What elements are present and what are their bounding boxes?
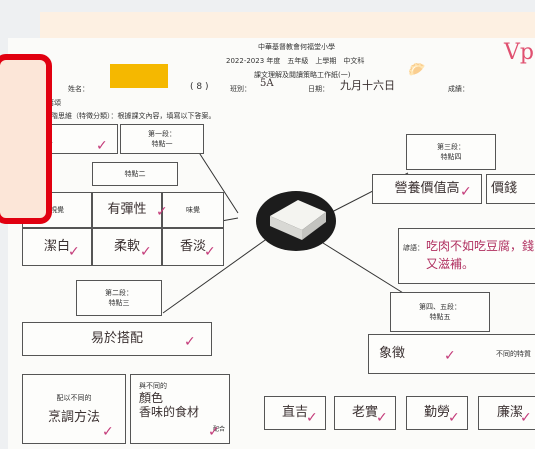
color-answer: 顏色 bbox=[139, 391, 164, 405]
check-mark-icon: ✓ bbox=[96, 138, 108, 154]
date-label: 日期： bbox=[308, 85, 329, 93]
cook-answer: 烹調方法 bbox=[47, 410, 100, 425]
check-mark-icon: ✓ bbox=[306, 410, 318, 426]
para3-answer-box-1: 營養價值高 bbox=[372, 174, 482, 204]
connector-para1 bbox=[197, 150, 239, 214]
score-label: 成績： bbox=[448, 85, 469, 93]
check-mark-icon: ✓ bbox=[102, 424, 114, 440]
date-value: 九月十六日 bbox=[340, 79, 395, 92]
stamp-icon: 🥟 bbox=[408, 62, 426, 78]
connector-lines bbox=[162, 150, 409, 314]
para2-box: 第二段： 特點三 bbox=[76, 280, 162, 316]
example-label: 諺語： bbox=[403, 244, 424, 252]
check-mark-icon: ✓ bbox=[448, 410, 460, 426]
school-name: 中華基督教會何福堂小學 bbox=[258, 43, 335, 51]
trait4-box: 廉潔 bbox=[478, 396, 535, 430]
para2-answer-box: 易於搭配 bbox=[22, 322, 212, 356]
check-mark-icon: ✓ bbox=[460, 184, 472, 200]
para3-box: 第三段： 特點四 bbox=[406, 134, 496, 170]
check-mark-icon: ✓ bbox=[204, 244, 216, 260]
color-label: 與不同的 bbox=[139, 382, 167, 390]
color-box: 與不同的 顏色 香味的食材 配合 bbox=[130, 374, 230, 444]
class-number: ( 8 ) bbox=[190, 82, 209, 92]
worksheet-page: 中華基督教會何福堂小學 2022-2023 年度 五年級 上學期 中文科 課文理… bbox=[8, 38, 535, 449]
check-mark-icon: ✓ bbox=[376, 410, 388, 426]
collocation-label: 配合 bbox=[212, 426, 225, 433]
check-mark-icon: ✓ bbox=[156, 204, 168, 220]
tofu-image bbox=[256, 191, 336, 251]
trait1-box: 直吉 bbox=[264, 396, 326, 430]
check-mark-icon: ✓ bbox=[184, 334, 196, 350]
instruction: 高階思維（特徵分類）：根據課文內容，填寫以下答案。 bbox=[44, 112, 216, 120]
taste-answer-box: 香淡 bbox=[162, 228, 224, 266]
para1-box: 第一段： 特點一 bbox=[120, 124, 204, 154]
sight-answer-box: 潔白 bbox=[22, 228, 92, 266]
cook-label: 配以不同的 bbox=[56, 394, 92, 402]
class-label: 班別： bbox=[230, 85, 251, 93]
para45-answer-box: 象徵 不同的特質 bbox=[368, 334, 535, 374]
para45-box: 第四、五段： 特點五 bbox=[390, 292, 490, 332]
para3-answer-box-2: 價錢 bbox=[486, 174, 535, 204]
touch-answer-box: 有彈性 bbox=[92, 192, 162, 228]
example-box: 諺語： 吃肉不如吃豆腐，錢又滋補。 bbox=[398, 228, 535, 284]
redaction-block bbox=[110, 64, 168, 88]
header-strip bbox=[40, 12, 535, 42]
taste-box: 味覺 bbox=[162, 192, 224, 228]
name-label: 姓名： bbox=[68, 85, 89, 93]
connector-para2 bbox=[162, 237, 269, 314]
grade-mark: Vp bbox=[504, 40, 534, 65]
cook-box: 配以不同的 烹調方法 bbox=[22, 374, 126, 444]
connector-para45 bbox=[322, 242, 409, 297]
check-mark-icon: ✓ bbox=[520, 410, 532, 426]
highlight-frame bbox=[0, 54, 52, 224]
para45-answer: 象徵 bbox=[379, 346, 406, 361]
term-line: 2022-2023 年度 五年級 上學期 中文科 bbox=[226, 57, 365, 65]
flavor-answer: 香味的食材 bbox=[139, 405, 200, 419]
trait3-box: 勤勞 bbox=[406, 396, 468, 430]
check-mark-icon: ✓ bbox=[444, 348, 456, 364]
example-answer: 吃肉不如吃豆腐，錢又滋補。 bbox=[426, 239, 535, 271]
worksheet-title: 課文理解及閱讀策略工作紙(一) bbox=[254, 71, 351, 79]
check-mark-icon: ✓ bbox=[68, 244, 80, 260]
feature2-box: 特點二 bbox=[92, 162, 178, 186]
touch-answer-box-2: 柔軟 bbox=[92, 228, 162, 266]
traits-label: 不同的特質 bbox=[496, 350, 531, 358]
class-value: 5A bbox=[260, 78, 274, 89]
check-mark-icon: ✓ bbox=[208, 424, 220, 440]
check-mark-icon: ✓ bbox=[140, 244, 152, 260]
trait2-box: 老實 bbox=[334, 396, 396, 430]
